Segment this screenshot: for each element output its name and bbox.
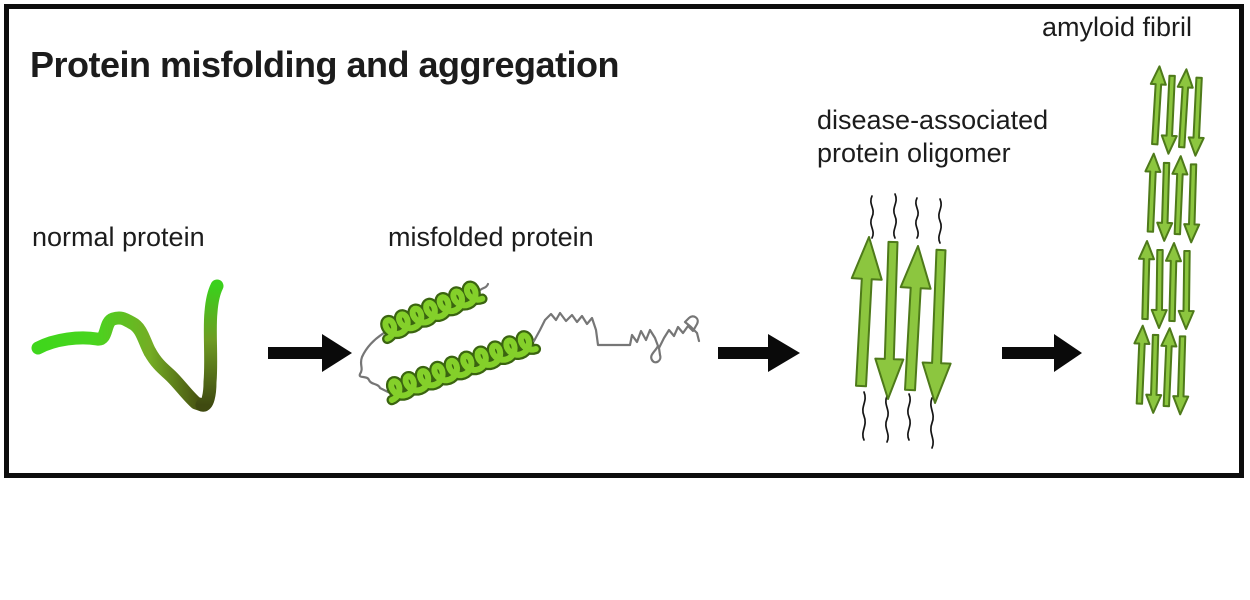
flexible-tail-line: [938, 198, 942, 244]
beta-strand-arrow: [921, 248, 952, 404]
label-amyloid-fibril: amyloid fibril: [1042, 12, 1193, 42]
beta-strand-arrow: [1156, 161, 1174, 242]
beta-strand-arrow: [1160, 74, 1178, 155]
beta-strand-arrow: [1145, 333, 1163, 414]
beta-strand-arrow: [1144, 152, 1162, 233]
beta-strand-arrow: [1138, 240, 1155, 321]
label-protein-oligomer: disease-associated protein oligomer: [817, 104, 1048, 170]
fibril-layer: [1149, 65, 1205, 157]
beta-strand-arrow: [1183, 163, 1201, 244]
fibril-layer: [1144, 152, 1201, 244]
page-title: Protein misfolding and aggregation: [30, 44, 620, 85]
beta-strand-arrow: [1172, 335, 1190, 416]
misfolded-protein: [358, 280, 701, 406]
beta-strand-arrow: [1149, 65, 1167, 146]
beta-strand-arrow: [1160, 327, 1178, 408]
flexible-tail-line: [893, 193, 897, 239]
flexible-tail-line: [930, 397, 934, 449]
beta-strand-arrow: [850, 236, 883, 388]
unstructured-chain: [532, 311, 701, 364]
label-protein-oligomer-line1: disease-associated: [817, 105, 1049, 135]
beta-strand-arrow: [899, 245, 932, 392]
protein-oligomer: [850, 193, 952, 449]
beta-strand-arrow: [1133, 324, 1151, 405]
alpha-helix: [382, 282, 486, 342]
chain-connector: [358, 331, 390, 394]
alpha-helix: [388, 332, 539, 403]
beta-strand-arrow: [1165, 242, 1182, 323]
arrow-right-icon: [1002, 334, 1082, 372]
beta-strand-arrow: [874, 240, 905, 400]
flexible-tail-line: [885, 395, 889, 443]
flexible-tail-line: [870, 195, 874, 239]
beta-strand-arrow: [1171, 155, 1189, 236]
beta-strand-arrow: [1177, 250, 1195, 330]
fibril-layer: [1133, 324, 1190, 416]
label-normal-protein: normal protein: [32, 222, 205, 252]
label-misfolded-protein: misfolded protein: [388, 222, 594, 252]
label-protein-oligomer-line2: protein oligomer: [817, 138, 1011, 168]
amyloid-fibril: [1133, 65, 1205, 416]
normal-protein-ribbon: [31, 279, 224, 412]
flexible-tail-line: [915, 197, 919, 239]
arrow-right-icon: [268, 334, 352, 372]
arrow-right-icon: [718, 334, 800, 372]
flexible-tail-line: [862, 391, 866, 441]
fibril-layer: [1138, 240, 1195, 330]
beta-strand-arrow: [1187, 76, 1205, 157]
flexible-tail-line: [907, 393, 911, 441]
beta-strand-arrow: [1176, 68, 1194, 149]
beta-strand-arrow: [1150, 249, 1168, 329]
